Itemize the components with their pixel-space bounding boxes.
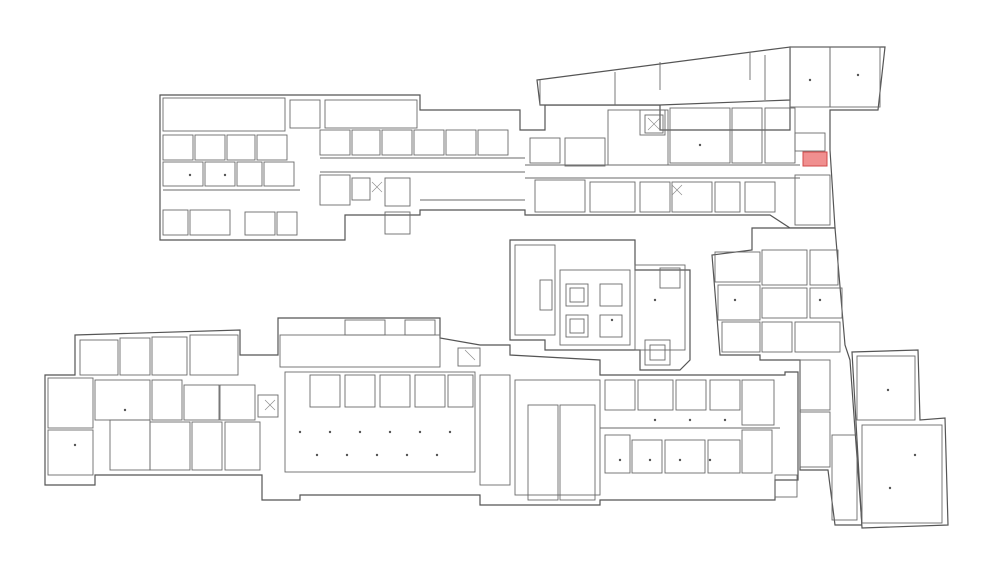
column-markers: [73, 73, 917, 490]
north-wing: [159, 46, 886, 241]
stair-details: [264, 117, 683, 411]
east-wing: [711, 227, 949, 529]
highlighted-room[interactable]: [802, 151, 828, 167]
south-wing: [44, 317, 799, 506]
central-block: [509, 239, 691, 371]
